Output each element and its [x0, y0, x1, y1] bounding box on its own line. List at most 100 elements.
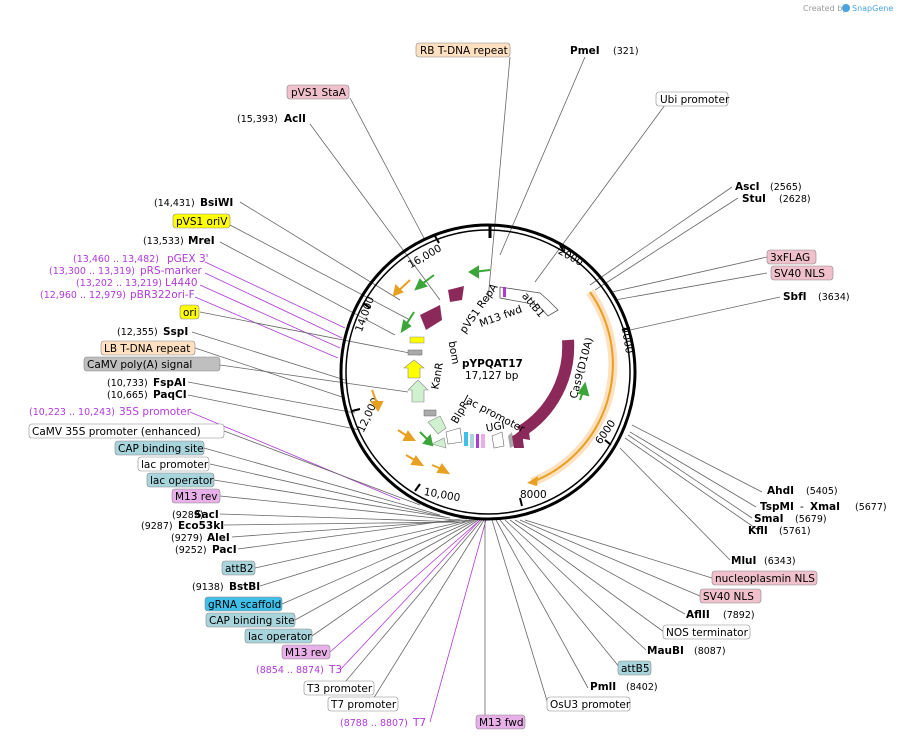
- enzyme-xmai[interactable]: XmaI: [810, 501, 840, 513]
- feature-m13fwd-bottom-box[interactable]: [475, 714, 526, 730]
- feature-lacp1-box[interactable]: [137, 456, 210, 472]
- enzyme-mlui[interactable]: MluI: [731, 555, 756, 567]
- feature-attb5-box[interactable]: [617, 660, 652, 676]
- feature-3xflag-box[interactable]: [766, 249, 817, 265]
- enzyme-bsiwi[interactable]: BsiWI: [200, 197, 233, 209]
- feature-sv40nls2-box[interactable]: [699, 588, 762, 604]
- feature-nucleoplasmin-box[interactable]: [711, 570, 818, 586]
- enzyme-pmli[interactable]: PmlI: [590, 681, 616, 693]
- enzyme-alei[interactable]: AleI: [207, 532, 230, 544]
- feature-osu3-box[interactable]: [546, 696, 631, 712]
- feature-attb5: attB5: [621, 663, 650, 675]
- feature-laco1-box[interactable]: [146, 472, 215, 488]
- feature-m13rev2: M13 rev: [285, 647, 328, 659]
- feature-grna-box[interactable]: [204, 596, 283, 612]
- feature-pvs1-staa: pVS1 StaA: [291, 87, 347, 99]
- feature-m13rev1: M13 rev: [175, 491, 218, 503]
- enzyme-kfli[interactable]: KflI: [748, 525, 768, 537]
- enzyme-eco53ki[interactable]: Eco53kI: [178, 520, 224, 532]
- enzyme-bstbi[interactable]: BstBI: [229, 581, 260, 593]
- enzyme-pmli-pos: (8402): [626, 682, 658, 693]
- enzyme-fspai-pos: (10,733): [107, 378, 148, 389]
- enzyme-kfli-pos: (5761): [779, 526, 811, 537]
- enzyme-paci[interactable]: PacI: [212, 544, 237, 556]
- feature-attb2-box[interactable]: [221, 560, 256, 576]
- enzyme-alei-pos: (9279): [171, 533, 203, 544]
- leader-lines: [187, 56, 781, 723]
- ring-ticks: [351, 235, 631, 507]
- enzyme-sbfi[interactable]: SbfI: [783, 291, 807, 303]
- snapgene-name: SnapGene: [852, 4, 893, 13]
- feature-cap1-box[interactable]: [114, 440, 205, 456]
- primer-pbr-pos: (12,960 .. 12,979): [40, 290, 126, 301]
- feature-ubi-promoter-box[interactable]: [655, 91, 729, 107]
- feature-cap2-box[interactable]: [205, 612, 296, 628]
- feature-lb-tdna-box[interactable]: [100, 340, 196, 356]
- feature-rb-tdna-box[interactable]: [415, 42, 511, 58]
- feature-t3p-box[interactable]: [303, 680, 375, 696]
- primer-t7[interactable]: T7: [412, 717, 426, 729]
- enzyme-saci[interactable]: SacI: [194, 509, 219, 521]
- enzyme-smai-pos: (5679): [795, 514, 827, 525]
- enzyme-ahdi[interactable]: AhdI: [767, 485, 794, 497]
- feature-laco2: lac operator: [248, 631, 312, 643]
- cas9-arc: [516, 339, 575, 438]
- enzyme-asci-pos: (2565): [770, 182, 802, 193]
- enzyme-fspai[interactable]: FspAI: [153, 377, 186, 389]
- feature-camv-polya-box[interactable]: [83, 356, 221, 372]
- primer-prs-pos: (13,300 .. 13,319): [49, 266, 135, 277]
- primer-t7-pos: (8788 .. 8807): [340, 718, 408, 729]
- feature-m13rev2-box[interactable]: [281, 644, 331, 660]
- enzyme-pmei-pos: (321): [613, 46, 639, 57]
- primer-pgex3[interactable]: pGEX 3': [167, 253, 209, 265]
- plasmid-size: 17,127 bp: [465, 370, 519, 382]
- enzyme-asci[interactable]: AscI: [735, 181, 760, 193]
- feature-ori: ori: [183, 307, 197, 319]
- primer-t3[interactable]: T3: [328, 664, 342, 676]
- enzyme-aflii[interactable]: AflII: [686, 609, 710, 621]
- primer-prs-marker[interactable]: pRS-marker: [140, 265, 203, 277]
- feature-camv35s-box[interactable]: [28, 423, 225, 439]
- label-kanr: KanR: [429, 362, 446, 391]
- primer-l4440[interactable]: L4440: [165, 277, 198, 289]
- enzyme-mrei[interactable]: MreI: [188, 235, 215, 247]
- feature-m13rev1-box[interactable]: [171, 488, 221, 504]
- primer-pbr322ori[interactable]: pBR322ori-F: [130, 289, 195, 301]
- enzyme-stui[interactable]: StuI: [742, 193, 766, 205]
- feature-pvs1-staa-box[interactable]: [286, 84, 350, 100]
- direction-arrows: [370, 265, 590, 475]
- feature-ori-box[interactable]: [179, 304, 200, 320]
- feature-nos-term: NOS terminator: [666, 627, 749, 639]
- feature-t7p-box[interactable]: [327, 696, 399, 712]
- feature-sv40nls2: SV40 NLS: [703, 591, 754, 603]
- feature-pvs1-oriv: pVS1 oriV: [176, 216, 228, 228]
- primer-l4440-pos: (13,202 .. 13,219): [76, 278, 162, 289]
- primer-35s[interactable]: 35S promoter: [119, 406, 192, 418]
- feature-pvs1-oriv-box[interactable]: [172, 213, 231, 229]
- tick-label-4000: 4000: [619, 326, 635, 354]
- enzyme-pmei[interactable]: PmeI: [570, 45, 600, 57]
- primer-pgex3-pos: (13,460 .. 13,482): [73, 254, 159, 265]
- enzyme-sbfi-pos: (3634): [818, 292, 850, 303]
- feature-attb2: attB2: [225, 563, 254, 575]
- enzyme-dash: -: [800, 501, 804, 513]
- enzyme-aflii-pos: (7892): [723, 610, 755, 621]
- feature-camv35s: CaMV 35S promoter (enhanced): [32, 426, 201, 438]
- feature-sv40nls1-box[interactable]: [770, 265, 834, 281]
- feature-t3p: T3 promoter: [306, 683, 373, 695]
- enzyme-paqci-pos: (10,665): [107, 390, 148, 401]
- feature-arcs: [403, 286, 618, 487]
- enzyme-paqci[interactable]: PaqCI: [153, 389, 187, 401]
- feature-ubi-promoter: Ubi promoter: [660, 94, 730, 106]
- enzyme-acli[interactable]: AclI: [284, 113, 306, 125]
- enzyme-acli-pos: (15,393): [237, 114, 278, 125]
- label-ugi: UGI: [485, 420, 506, 435]
- enzyme-tspmi[interactable]: TspMI: [760, 501, 794, 513]
- label-pvs1-repa: pVS1 RepA: [458, 281, 501, 336]
- feature-laco2-box[interactable]: [244, 628, 313, 644]
- enzyme-sspi[interactable]: SspI: [163, 326, 188, 338]
- feature-nos-term-box[interactable]: [662, 624, 751, 640]
- enzyme-smai[interactable]: SmaI: [754, 513, 784, 525]
- enzyme-maubi[interactable]: MauBI: [647, 645, 684, 657]
